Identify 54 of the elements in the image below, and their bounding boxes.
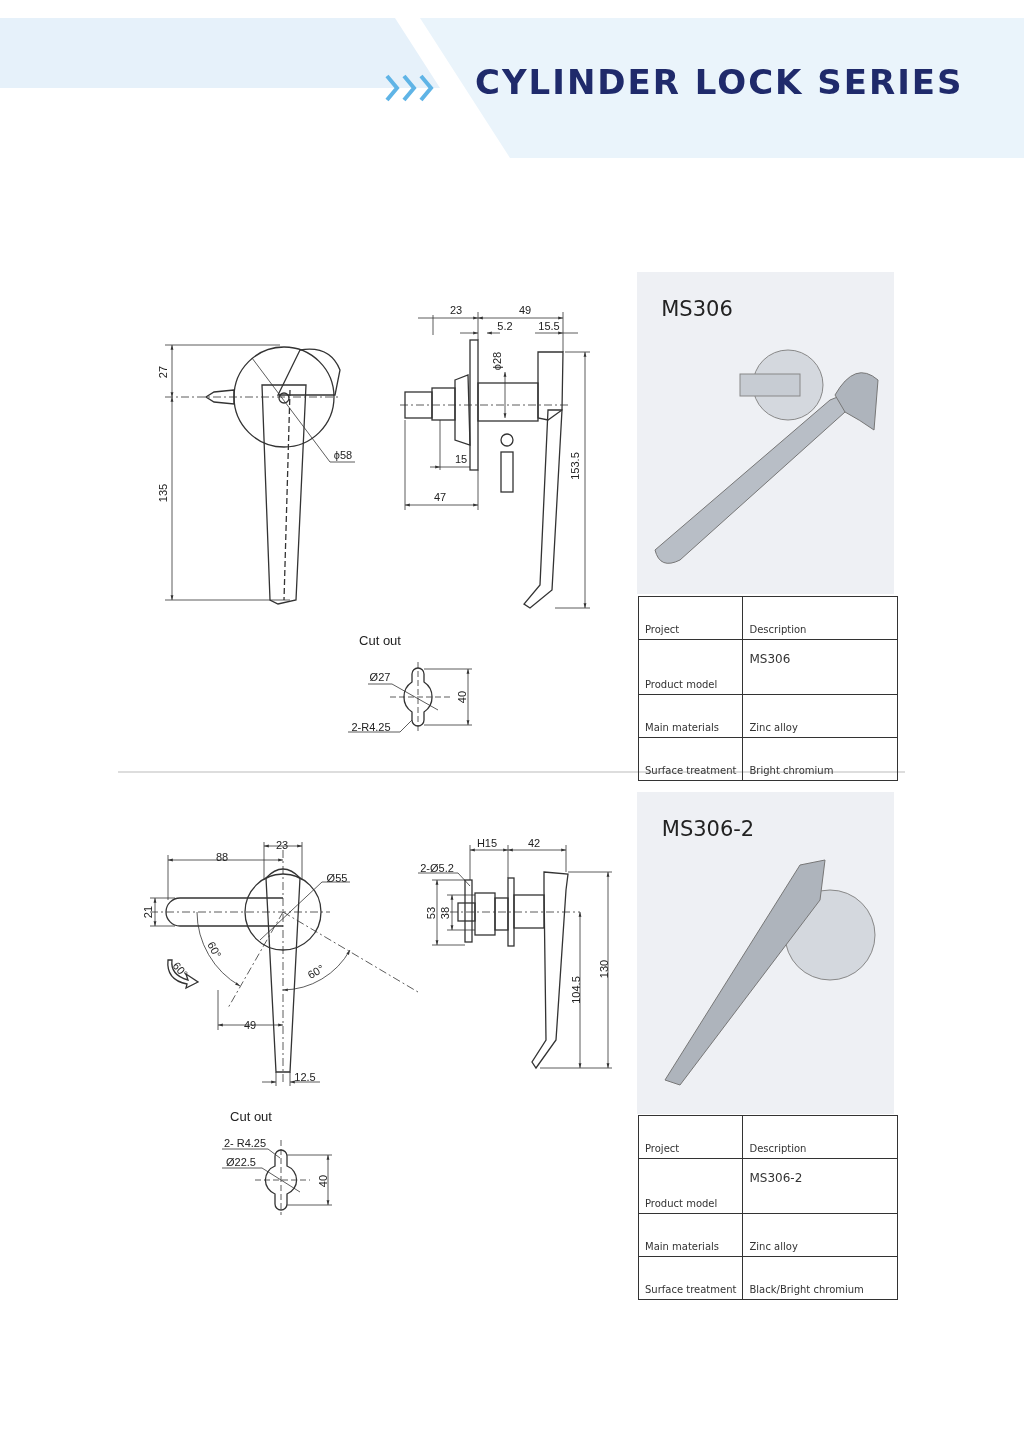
dimension-label: 60° <box>170 960 190 980</box>
dimension-label: 49 <box>518 304 532 316</box>
dimension-label: ϕ58 <box>333 449 353 461</box>
dimension-label: 104.5 <box>570 976 582 1004</box>
product-model-heading: MS306 <box>661 298 733 320</box>
table-cell: Zinc alloy <box>742 694 898 738</box>
table-cell: Bright chromium <box>742 737 898 781</box>
dimension-label: 40 <box>317 1174 329 1188</box>
dimension-label: 49 <box>243 1019 257 1031</box>
dimension-label: Ø27 <box>369 671 391 683</box>
dimension-label: 15.5 <box>538 320 560 332</box>
dimension-label: Ø22.5 <box>226 1156 256 1168</box>
table-cell: MS306-2 <box>742 1158 898 1214</box>
dimension-label: 2-R4.25 <box>351 721 391 733</box>
dimension-label: 21 <box>142 905 154 919</box>
dimension-label: 38 <box>439 906 451 920</box>
table-cell: Surface treatment <box>638 737 743 781</box>
page-title: CYLINDER LOCK SERIES <box>475 62 964 102</box>
dimension-label: Ø55 <box>326 872 348 884</box>
table-cell: Main materials <box>638 694 743 738</box>
dimension-label: 135 <box>157 483 169 503</box>
product-model-heading: MS306-2 <box>661 818 755 840</box>
dimension-label: 27 <box>157 365 169 379</box>
table-cell: Product model <box>638 639 743 695</box>
dimension-label: 42 <box>527 837 541 849</box>
dimension-label: 2-Ø5.2 <box>420 862 454 874</box>
table-cell: Project <box>638 1115 743 1159</box>
dimension-label: 53 <box>425 906 437 920</box>
dimension-label: 47 <box>433 491 447 503</box>
dimension-label: 5.2 <box>497 320 513 332</box>
dimension-label: 23 <box>449 304 463 316</box>
table-cell: Description <box>742 1115 898 1159</box>
dimension-label: ϕ28 <box>491 351 503 371</box>
dimension-label: 23 <box>275 839 289 851</box>
table-cell: Description <box>742 596 898 640</box>
dimension-label: 2- R4.25 <box>223 1137 267 1149</box>
dimension-label: 60° <box>205 940 223 960</box>
table-cell: Surface treatment <box>638 1256 743 1300</box>
section-caption: Cut out <box>230 1109 272 1123</box>
table-cell: Black/Bright chromium <box>742 1256 898 1300</box>
table-cell: Project <box>638 596 743 640</box>
table-cell: MS306 <box>742 639 898 695</box>
dimension-label: 12.5 <box>294 1071 316 1083</box>
table-cell: Zinc alloy <box>742 1213 898 1257</box>
dimension-label: 130 <box>598 959 610 979</box>
dimension-label: 88 <box>215 851 229 863</box>
dimension-label: 60° <box>306 963 326 981</box>
dimension-label: 153.5 <box>569 452 581 480</box>
section-caption: Cut out <box>359 633 401 647</box>
table-cell: Main materials <box>638 1213 743 1257</box>
dimension-label: H15 <box>476 837 498 849</box>
dimension-label: 40 <box>456 690 468 704</box>
dimension-label: 15 <box>454 453 468 465</box>
table-cell: Product model <box>638 1158 743 1214</box>
